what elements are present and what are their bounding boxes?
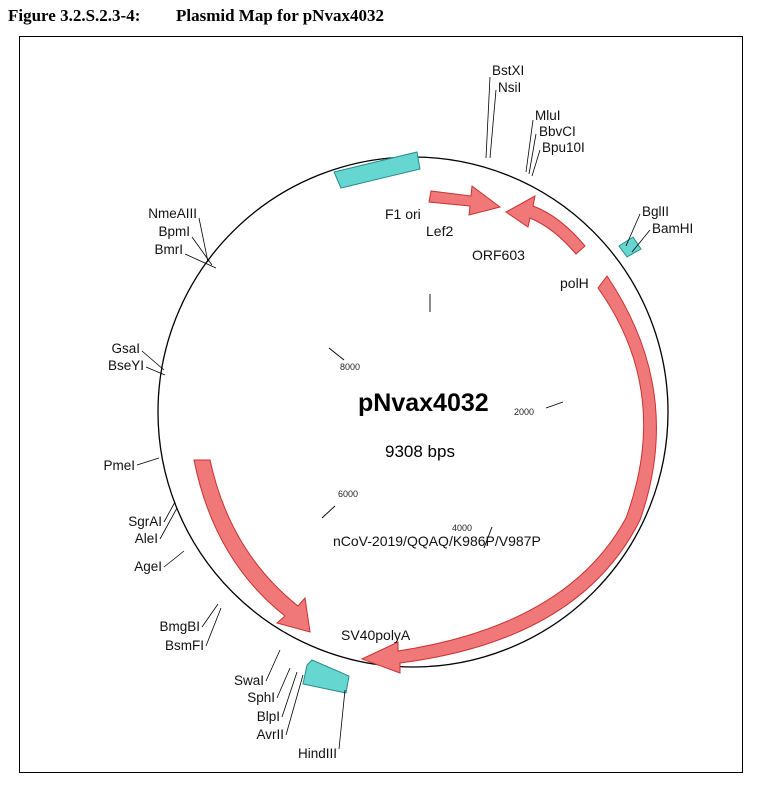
site-label-agei: AgeI [134,559,162,574]
site-label-bmri: BmrI [155,242,184,257]
site-label-gsai: GsaI [111,341,140,356]
plasmid-name: pNvax4032 [358,389,489,417]
site-label-sphi: SphI [247,690,275,705]
block-right [618,236,642,258]
site-label-blpi: BlpI [257,709,280,724]
feature-label-sv40polya: SV40polyA [341,627,411,643]
feature-label-orf603: ORF603 [472,247,525,263]
plasmid-size: 9308 bps [385,442,455,461]
tick-label-4000: 4000 [452,523,472,533]
arrow-f1-ori [428,185,502,216]
site-label-bglii: BglII [642,204,669,219]
site-leaders [136,76,651,750]
feature-label-polh: polH [560,275,589,291]
site-label-nsii: NsiI [498,80,521,95]
site-label-nmeaiii: NmeAIII [148,206,197,221]
site-label-bbvci: BbvCI [539,124,576,139]
site-label-bseyi: BseYI [108,358,144,373]
tick-label-2000: 2000 [514,407,534,417]
tick-marks [321,294,564,549]
figure-number: Figure 3.2.S.2.3-4: [8,6,141,25]
figure-title: Plasmid Map for pNvax4032 [176,6,384,25]
feature-label-insert: nCoV-2019/QQAQ/K986P/V987P [333,533,541,549]
arrow-sv40 [193,459,311,633]
site-label-swai: SwaI [234,673,264,688]
site-label-pmei: PmeI [103,458,135,473]
arrow-orf603 [505,195,586,255]
feature-label-lef2: Lef2 [426,223,453,239]
figure-frame [19,36,743,773]
site-label-hindiii: HindIII [298,746,337,761]
block-top [333,151,421,189]
site-label-avrii: AvrII [256,727,284,742]
site-label-bamhi: BamHI [652,221,693,236]
site-label-bpu10i: Bpu10I [542,140,585,155]
site-label-bpmi: BpmI [158,224,190,239]
block-bottom [302,659,350,694]
arrow-insert [360,275,657,674]
feature-label-f1-ori: F1 ori [385,206,421,222]
site-label-mlui: MluI [535,108,561,123]
site-label-bmgbi: BmgBI [159,619,200,634]
figure-caption: Figure 3.2.S.2.3-4: Plasmid Map for pNvax… [8,6,384,26]
site-label-bsmfi: BsmFI [165,638,204,653]
site-label-sgrai: SgrAI [128,514,162,529]
site-label-bstxi: BstXI [492,63,524,78]
site-label-alei: AleI [135,531,158,546]
tick-label-6000: 6000 [338,489,358,499]
tick-label-8000: 8000 [340,362,360,372]
